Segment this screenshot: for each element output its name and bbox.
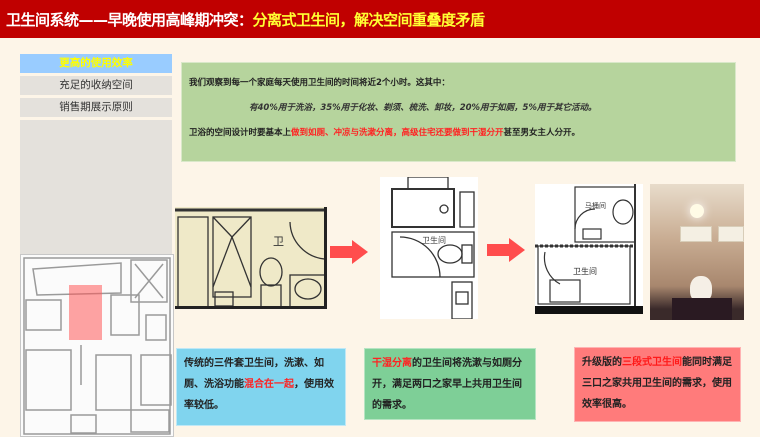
sidebar-item-storage[interactable]: 充足的收纳空间 (20, 76, 172, 95)
wet-dry-separated-plan: 卫生间 (380, 177, 478, 319)
caption-wet-dry-text: 的卫生间将洗漱与如厕分开，满足两口之家早上共用卫生间的需求。 (372, 358, 522, 411)
floorplan-drawing (23, 257, 172, 435)
title-part-2: 分离式卫生间，解决空间重叠度矛盾 (252, 10, 486, 29)
plan3-label-top: 马桶间 (585, 201, 606, 210)
bathroom-render-photo (650, 184, 744, 320)
wall-niche (680, 226, 712, 242)
title-part-1: 卫生间系统——早晚使用高峰期冲突： (6, 10, 253, 29)
slide-title: 卫生间系统——早晚使用高峰期冲突：分离式卫生间，解决空间重叠度矛盾 (0, 0, 760, 38)
bathroom-highlight (69, 285, 102, 340)
caption-traditional-highlight: 混合在一起 (244, 379, 294, 390)
arrow-right-icon (487, 238, 525, 262)
caption-traditional-text: 传统的三件套卫生间，洗漱、如厕、洗浴功能 (184, 358, 324, 390)
info-line-percentages: 有40%用于洗浴，35%用于化妆、剃须、梳洗、卸妆，20%用于如厕，5%用于其它… (249, 103, 597, 113)
info-line-3-highlight: 做到如厕、冲凉与洗漱分离，高级住宅还要做到干湿分开 (291, 128, 504, 138)
plan1-label: 卫 (273, 235, 284, 248)
caption-wet-dry: 干湿分离的卫生间将洗漱与如厕分开，满足两口之家早上共用卫生间的需求。 (364, 348, 536, 420)
sidebar-item-efficiency[interactable]: 更高的使用效率 (20, 54, 172, 73)
info-line-3: 卫浴的空间设计时要基本上做到如厕、冲凉与洗漱分离，高级住宅还要做到干湿分开甚至男… (189, 126, 735, 151)
info-line-3-a: 卫浴的空间设计时要基本上 (189, 128, 292, 138)
usage-statistics-box: 我们观察到每一个家庭每天使用卫生间的时间将近2个小时。这其中： 有40%用于洗浴… (181, 62, 736, 162)
caption-three-stage: 升级版的三段式卫生间能同时满足三口之家共用卫生间的需求，使用效率很高。 (574, 347, 741, 422)
sidebar-item-sales-display[interactable]: 销售期展示原则 (20, 98, 172, 117)
sidebar-nav: 更高的使用效率 充足的收纳空间 销售期展示原则 (20, 54, 172, 120)
wall-niche (718, 226, 744, 242)
caption-traditional: 传统的三件套卫生间，洗漱、如厕、洗浴功能混合在一起，使用效率较低。 (176, 348, 346, 426)
caption-three-stage-highlight: 三段式卫生间 (622, 357, 682, 368)
apartment-floorplan-image (20, 254, 174, 437)
sidebar-empty-panel (20, 120, 172, 254)
caption-three-stage-text: 升级版的 (582, 357, 622, 368)
plan2-label: 卫生间 (422, 235, 446, 245)
caption-traditional-text-end: ，使用效率较低。 (184, 379, 334, 411)
caption-wet-dry-highlight: 干湿分离 (372, 358, 412, 369)
info-line-1: 我们观察到每一个家庭每天使用卫生间的时间将近2个小时。这其中： (189, 78, 450, 88)
toilet (690, 276, 712, 302)
floor-mat (672, 298, 732, 320)
info-line-3-b: 甚至男女主人分开。 (503, 128, 581, 138)
traditional-bathroom-plan: 卫 (175, 207, 327, 309)
arrow-right-icon (330, 240, 368, 264)
three-stage-bathroom-plan: 马桶间 卫生间 (535, 184, 643, 314)
ceiling-lamp (690, 204, 704, 218)
plan3-label-bottom: 卫生间 (573, 266, 597, 276)
caption-three-stage-text-end: 能同时满足三口之家共用卫生间的需求，使用效率很高。 (582, 357, 732, 410)
